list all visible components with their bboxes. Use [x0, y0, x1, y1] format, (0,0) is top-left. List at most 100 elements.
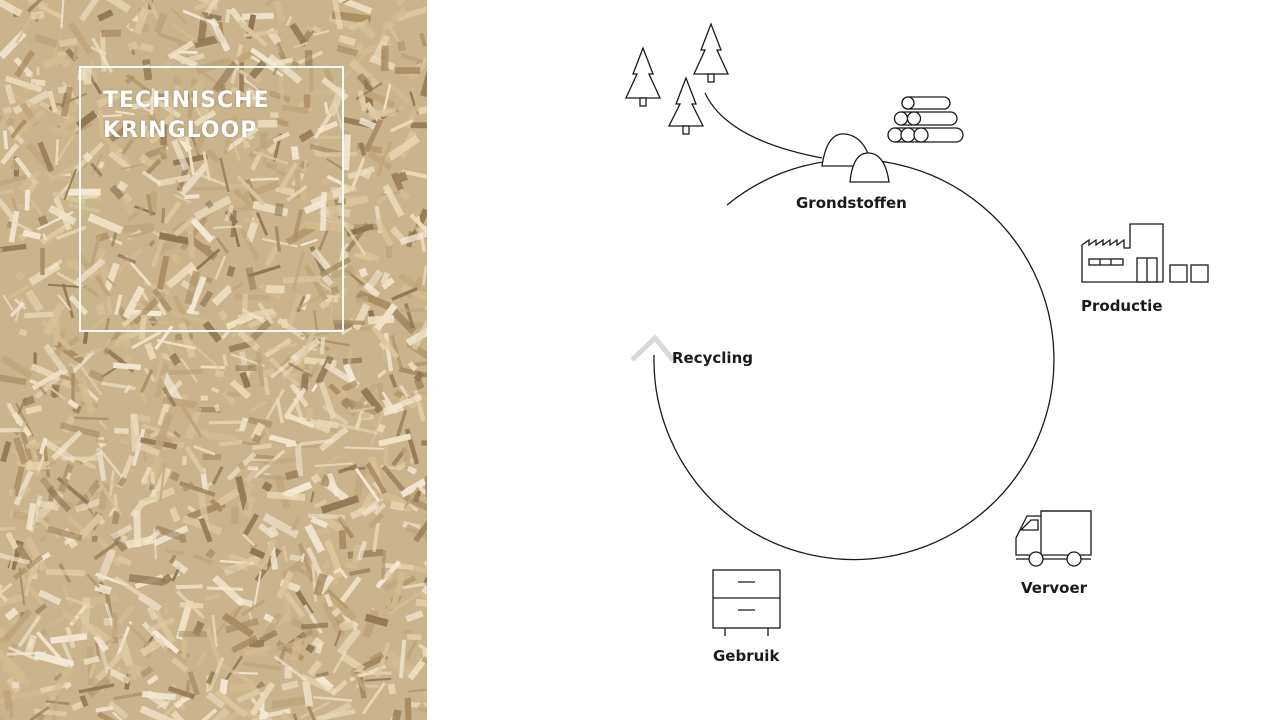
wood-chip [26, 461, 50, 471]
wood-chip [262, 513, 300, 539]
wood-chip [344, 562, 358, 569]
wood-chip [300, 373, 309, 392]
wood-chip [349, 157, 366, 192]
wood-chip [95, 303, 106, 316]
wood-chip [130, 663, 144, 672]
wood-chip [379, 19, 392, 40]
wood-chip [311, 636, 325, 650]
wood-chip [364, 677, 392, 682]
wood-chip [44, 607, 80, 630]
wood-chip [247, 416, 273, 429]
wood-chip [170, 657, 189, 673]
wood-chip [347, 348, 353, 364]
wood-chip [199, 97, 211, 116]
wood-chip [24, 535, 48, 572]
wood-chip [182, 456, 187, 465]
wood-chip [245, 266, 257, 291]
wood-chip [282, 492, 294, 497]
wood-chip [161, 386, 177, 408]
wood-chip [268, 357, 300, 387]
wood-chip [118, 438, 129, 446]
wood-chip [373, 502, 386, 516]
wood-chip [194, 0, 211, 5]
wood-chip [47, 525, 83, 542]
wood-chip [236, 174, 266, 206]
wood-chip [376, 382, 386, 401]
wood-chip [334, 627, 343, 647]
wood-chip [304, 50, 313, 67]
wood-chip [119, 534, 128, 544]
wood-chip [120, 138, 134, 156]
wood-chip [143, 498, 157, 505]
wood-chip [133, 6, 150, 35]
wood-chip [191, 248, 221, 274]
wood-chip [339, 576, 362, 603]
wood-chip [153, 12, 168, 34]
wood-chip [194, 82, 204, 105]
wood-chip [230, 210, 237, 238]
wood-chip [378, 433, 412, 447]
wood-chip [238, 69, 249, 78]
wood-chip [422, 690, 427, 719]
wood-chip [168, 369, 204, 376]
wood-chip [387, 683, 397, 695]
wood-chip [73, 347, 103, 359]
wood-chip [60, 0, 65, 29]
wood-chip [60, 92, 68, 109]
wood-chip [335, 512, 348, 528]
wood-chip [391, 172, 404, 192]
wood-chip [90, 162, 103, 178]
wood-chip [168, 554, 177, 564]
wood-chip [312, 695, 353, 702]
wood-chip [0, 649, 27, 681]
wood-chip [121, 309, 142, 328]
wood-chip [116, 180, 129, 192]
wood-chip [6, 651, 47, 656]
wood-chip [123, 222, 154, 233]
title-frame [79, 66, 344, 332]
wood-chip [341, 326, 353, 335]
wood-chip [26, 0, 57, 13]
wood-chip [78, 458, 97, 470]
panel-title: TECHNISCHE KRINGLOOP [103, 86, 270, 146]
wood-chip [425, 476, 427, 498]
wood-chip [399, 308, 427, 312]
wood-chip [315, 671, 329, 678]
wood-chip [173, 430, 181, 438]
wood-chip [200, 395, 208, 401]
wood-chip [352, 463, 368, 500]
wood-chip [238, 417, 249, 432]
wood-chip [317, 120, 339, 134]
wood-chip [76, 110, 98, 130]
wood-chip [230, 353, 265, 367]
wood-chip [103, 262, 120, 291]
wood-chip [25, 405, 42, 415]
wood-chip [202, 453, 222, 461]
wood-chip [97, 160, 105, 170]
wood-chip [161, 207, 166, 224]
wood-chip [421, 584, 427, 597]
wood-chip [214, 255, 227, 280]
wood-chip [153, 412, 174, 451]
wood-chip [289, 22, 307, 45]
wood-chip [42, 54, 67, 69]
wood-chip [275, 398, 284, 424]
wood-chip [9, 709, 14, 719]
wood-chip [127, 664, 138, 677]
wood-chip [376, 141, 393, 178]
wood-chip [61, 584, 74, 606]
wood-chip [145, 193, 154, 216]
wood-chip [156, 31, 189, 47]
wood-chip [237, 19, 268, 47]
wood-chip [208, 420, 247, 425]
wood-chip [2, 130, 9, 150]
wood-chip [91, 37, 113, 73]
wood-chip [48, 258, 63, 272]
wood-chip [126, 622, 150, 647]
wood-chip [313, 572, 328, 597]
wood-chip [78, 683, 115, 694]
wood-chip [272, 57, 294, 66]
wood-chip [18, 567, 26, 605]
wood-chip [53, 672, 63, 682]
wood-chip [399, 229, 427, 245]
